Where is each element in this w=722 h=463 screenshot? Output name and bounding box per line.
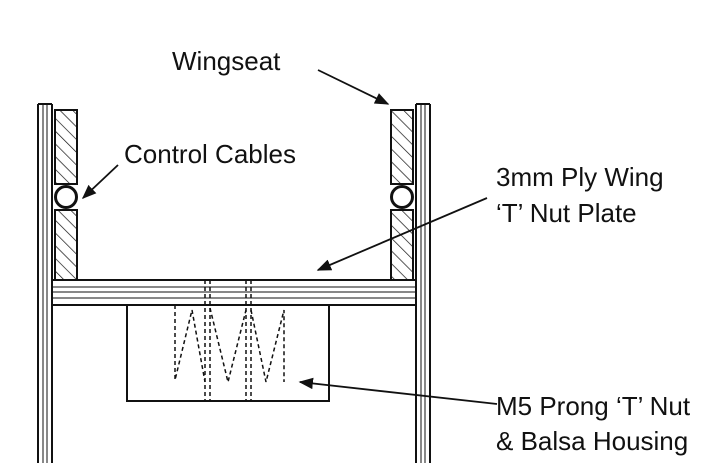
left-doubler-lower [54, 209, 78, 281]
label-wingseat: Wingseat [172, 46, 281, 76]
right-doubler-upper [390, 109, 414, 185]
right-fuselage-side [415, 103, 431, 463]
right-doubler-lower [390, 209, 414, 281]
label-prong-line1: M5 Prong ‘T’ Nut [496, 391, 691, 421]
label-nut-plate-line1: 3mm Ply Wing [496, 162, 664, 192]
prong-nut-arrow [298, 377, 498, 405]
label-prong-line2: & Balsa Housing [496, 426, 688, 456]
left-fuselage-side [37, 103, 53, 463]
label-control-cables: Control Cables [124, 139, 296, 169]
control-cables-arrow [81, 164, 119, 199]
wingseat-arrow [317, 69, 390, 105]
left-doubler-upper [54, 109, 78, 185]
left-control-cable [54, 185, 78, 209]
nut-plate-arrow [316, 197, 488, 271]
right-control-cable [390, 185, 414, 209]
ply-nut-plate [52, 279, 416, 306]
balsa-housing [126, 304, 330, 402]
label-nut-plate-line2: ‘T’ Nut Plate [496, 198, 637, 228]
prong-t-nut [174, 280, 285, 401]
